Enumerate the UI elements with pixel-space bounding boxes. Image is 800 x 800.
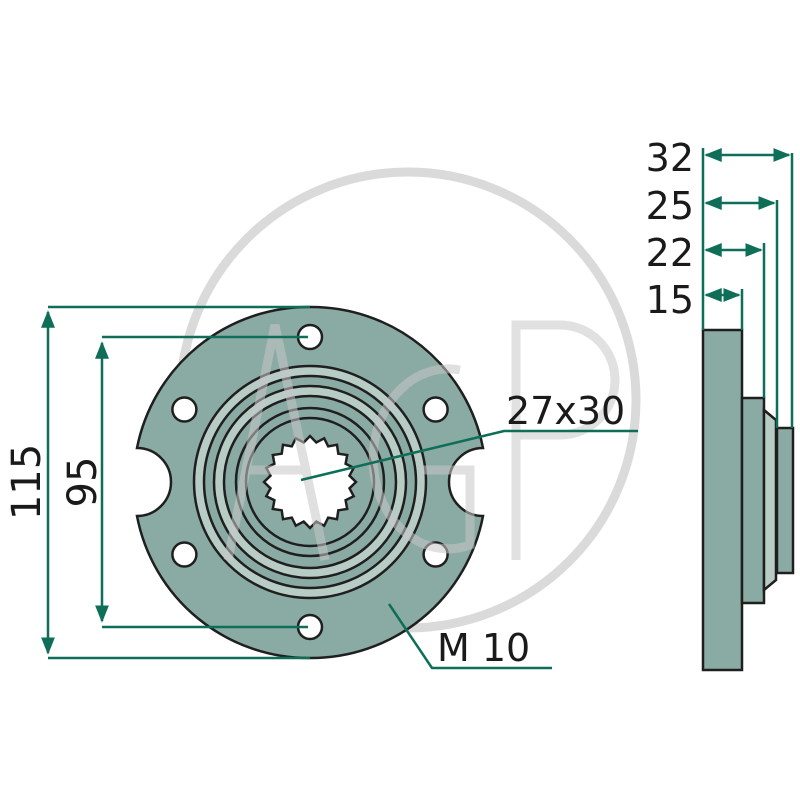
bolt-holes xyxy=(171,323,449,641)
dim-15-label: 15 xyxy=(646,278,694,322)
side-view xyxy=(701,328,795,672)
dim-115-label: 115 xyxy=(4,444,50,520)
bolt-hole xyxy=(422,396,449,423)
dim-25-label: 25 xyxy=(646,184,694,228)
side-step xyxy=(740,396,766,605)
dim-95-label: 95 xyxy=(60,457,106,508)
thread-label: M 10 xyxy=(437,626,530,670)
thread-leader xyxy=(387,603,552,670)
dim-22-label: 22 xyxy=(646,231,694,275)
front-dimensions xyxy=(41,305,638,670)
side-dimensions xyxy=(701,148,794,428)
side-hub xyxy=(775,426,795,575)
side-plate xyxy=(701,328,744,672)
bolt-hole xyxy=(171,396,198,423)
spline-leader xyxy=(300,429,638,482)
spline-label: 27x30 xyxy=(506,389,625,433)
dim-32-label: 32 xyxy=(646,136,694,180)
bolt-hole xyxy=(171,541,198,568)
side-chamfer xyxy=(762,407,778,593)
